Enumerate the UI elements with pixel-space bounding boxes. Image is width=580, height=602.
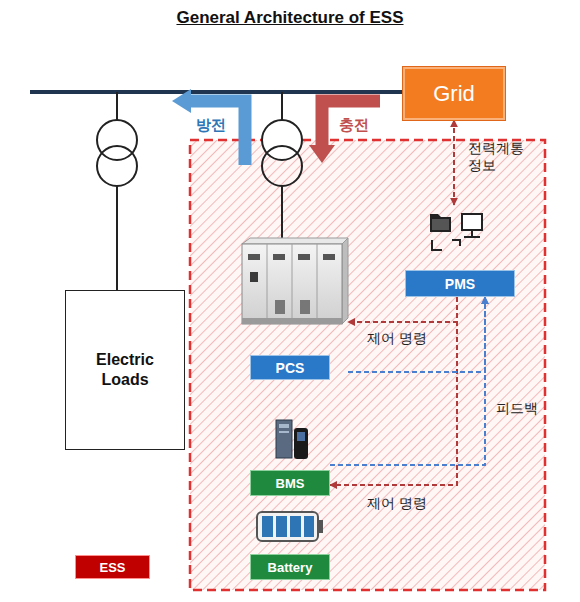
discharge-arrow-part: [190, 101, 245, 165]
pcs-cabinet-part: [250, 272, 258, 282]
computer-icon-part: [462, 214, 482, 230]
ess-transformer: [262, 92, 302, 238]
pcs-cabinet-part: [273, 254, 285, 260]
control-line: [348, 297, 457, 322]
battery-icon-part: [262, 516, 273, 537]
pcs-cabinet-part: [242, 244, 342, 324]
pcs-cabinet-part: [317, 244, 318, 324]
battery-unit: Battery: [250, 505, 330, 580]
computer-icon-part: [464, 236, 480, 238]
ess-transformer-part: [262, 146, 302, 186]
node-label: BMS: [276, 476, 305, 491]
node-label: PCS: [276, 360, 305, 376]
discharge-arrow: [172, 89, 245, 165]
pcs-cabinet-part: [298, 254, 310, 260]
bms-icon-part: [297, 432, 305, 441]
battery-icon-part: [276, 516, 287, 537]
loads-box: Electric Loads: [65, 290, 185, 450]
battery-icon: [257, 512, 323, 541]
ess-transformer-part: [262, 120, 302, 160]
control-line: [453, 120, 455, 205]
node-label: Grid: [433, 81, 475, 107]
computer-icon-part: [430, 214, 451, 232]
power-bus: [30, 92, 402, 93]
node-label: Electric Loads: [85, 350, 165, 390]
battery-icon-part: [290, 516, 301, 537]
charge-arrow-part: [309, 145, 335, 163]
bms-icon-part: [279, 424, 289, 428]
pcs-cabinet-part: [342, 238, 348, 324]
pcs-cabinet-part: [275, 300, 285, 314]
node-label: PMS: [445, 276, 475, 292]
bms-icon-part: [294, 428, 308, 459]
pcs-cabinet: [242, 238, 348, 324]
charge-arrow: [309, 101, 380, 163]
power-bus-part: [30, 90, 402, 94]
computer-icon-part: [432, 240, 442, 250]
bms-icon: [276, 420, 308, 459]
battery-icon-part: [304, 516, 314, 537]
load-transformer-part: [97, 120, 137, 160]
pcs-cabinet-part: [300, 300, 310, 314]
load-transformer-part: [116, 92, 118, 120]
edge-label: 제어 명령: [367, 330, 427, 347]
computer-icon-part: [471, 230, 473, 236]
pcs-cabinet-part: [242, 318, 342, 324]
label-box: PMS: [405, 270, 515, 297]
pcs-cabinet-part: [292, 244, 293, 324]
label-box: PCS: [250, 355, 330, 380]
discharge-label: 방전: [196, 116, 226, 135]
pcs-cabinet-part: [248, 254, 260, 260]
computer-icon-part: [452, 240, 460, 246]
computer-icon-part: [432, 219, 449, 230]
label-box: BMS: [250, 470, 330, 496]
ess-transformer-part: [281, 186, 283, 238]
label-box: Battery: [250, 554, 330, 580]
edge-label: 제어 명령: [367, 495, 427, 512]
ess-transformer-part: [281, 92, 283, 120]
load-transformer: [97, 92, 137, 290]
pcs-cabinet-part: [242, 238, 348, 244]
load-transformer-part: [116, 186, 118, 290]
bms-icon-part: [276, 420, 292, 458]
feedback-line: [330, 297, 485, 465]
charge-label: 충전: [339, 116, 369, 135]
pcs-cabinet-part: [323, 254, 335, 260]
ess-region: [190, 140, 545, 590]
legend-swatch: ESS: [75, 555, 150, 579]
discharge-arrow-part: [172, 89, 191, 113]
control-line: [330, 297, 457, 485]
feedback-line: [348, 297, 485, 372]
edge-label: 전력계통 정보: [468, 140, 534, 174]
charge-arrow-part: [322, 101, 380, 146]
pms-unit: PMS: [405, 205, 515, 297]
pcs-unit: PCS: [238, 238, 348, 380]
load-transformer-part: [97, 146, 137, 186]
edge-label: 피드백: [496, 400, 538, 417]
ess-region-part: [190, 140, 545, 590]
legend-text: ESS: [99, 560, 125, 575]
battery-icon-part: [257, 512, 318, 541]
battery-icon-part: [318, 520, 323, 533]
diagram-title: General Architecture of ESS: [0, 8, 580, 28]
pcs-cabinet-part: [267, 244, 268, 324]
bms-unit: BMS: [250, 415, 330, 497]
grid-box: Grid: [403, 67, 505, 120]
bms-icon-part: [279, 431, 289, 433]
computer-icon: [430, 214, 482, 250]
node-label: Battery: [268, 560, 313, 575]
